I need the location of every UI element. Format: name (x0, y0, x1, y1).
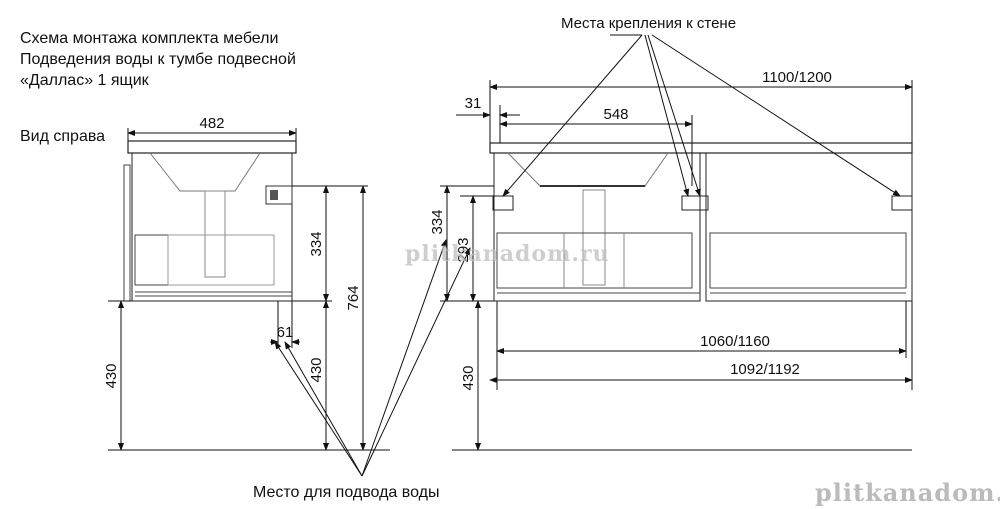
front-cabinet-right (705, 152, 913, 302)
front-cabinet-left (493, 152, 701, 302)
side-view-label: Вид справа (20, 128, 106, 145)
front-drawer-left (496, 232, 693, 289)
wall-mount-leaders (502, 34, 901, 197)
label-front-total: 1100/1200 (762, 69, 832, 86)
front-bracket-1 (492, 195, 514, 211)
front-bracket-2 (681, 195, 709, 211)
label-side-floor-left: 430 (103, 363, 120, 388)
side-drawer-inner (167, 234, 275, 286)
side-wall-bracket (265, 185, 293, 205)
label-front-edge: 31 (465, 95, 482, 112)
side-drain-pipe (204, 190, 226, 278)
label-front-body: 1092/1192 (730, 361, 800, 378)
title-line-1: Схема монтажа комплекта мебели (20, 30, 279, 47)
label-side-width: 482 (199, 115, 224, 132)
label-side-water: 334 (308, 231, 325, 256)
title-line-2: Подведения воды к тумбе подвесной (20, 51, 296, 68)
label-front-inner: 1060/1160 (700, 333, 770, 350)
front-drain-pipe (582, 189, 606, 286)
front-countertop (489, 142, 913, 154)
label-side-offset: 61 (277, 324, 294, 341)
title-line-3: «Даллас» 1 ящик (20, 72, 149, 89)
label-side-floor: 430 (308, 357, 325, 382)
side-back-panel (123, 164, 131, 302)
side-dimensions (108, 128, 368, 451)
side-sink-bowl (149, 152, 261, 192)
side-countertop (127, 140, 297, 154)
wall-mount-label: Места крепления к стене (561, 15, 737, 32)
label-side-total: 764 (345, 285, 362, 310)
watermark-corner: plitkanadom.ru (815, 478, 1000, 507)
front-sink-bowl (507, 152, 669, 187)
front-view (489, 142, 913, 302)
drawing-title: Схема монтажа комплекта мебели Подведени… (20, 28, 296, 91)
front-bracket-3 (891, 195, 913, 211)
label-front-sink: 548 (603, 106, 628, 123)
front-drawer-right (709, 232, 907, 289)
front-dimensions (440, 80, 913, 451)
label-front-water: 334 (429, 209, 446, 234)
side-cabinet-body (131, 152, 293, 302)
watermark-center: plitkanadom.ru (405, 241, 610, 267)
water-supply-label: Место для подвода воды (253, 484, 440, 501)
water-supply-leaders (274, 239, 471, 477)
label-front-floor: 430 (460, 365, 477, 390)
side-view (123, 140, 297, 302)
label-front-mount: 293 (455, 237, 472, 262)
